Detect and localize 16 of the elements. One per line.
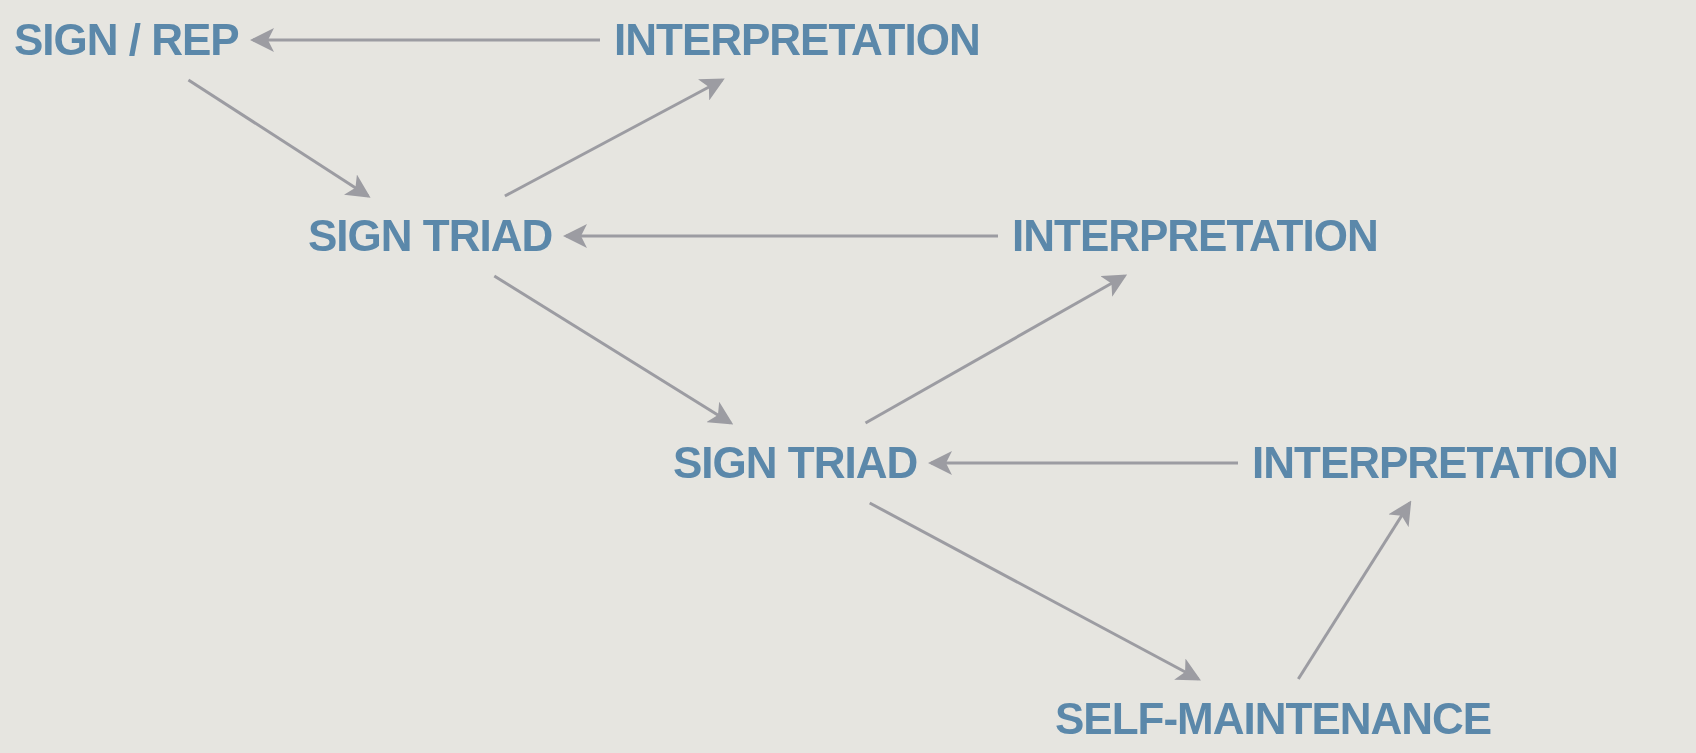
arrow bbox=[563, 224, 998, 248]
node-label: SIGN TRIAD bbox=[308, 210, 553, 262]
arrow bbox=[928, 451, 1238, 475]
arrow bbox=[869, 501, 1201, 681]
arrow bbox=[504, 78, 725, 198]
arrow bbox=[250, 28, 600, 52]
arrow bbox=[1297, 500, 1412, 680]
arrow bbox=[187, 78, 371, 198]
node-label: SIGN / REP bbox=[14, 14, 239, 66]
node-label: INTERPRETATION bbox=[614, 14, 980, 66]
node-label: INTERPRETATION bbox=[1252, 437, 1618, 489]
node-label: INTERPRETATION bbox=[1012, 210, 1378, 262]
node-label: SELF-MAINTENANCE bbox=[1055, 693, 1492, 745]
node-label: SIGN TRIAD bbox=[673, 437, 918, 489]
arrow bbox=[864, 274, 1128, 425]
arrow bbox=[493, 274, 734, 425]
